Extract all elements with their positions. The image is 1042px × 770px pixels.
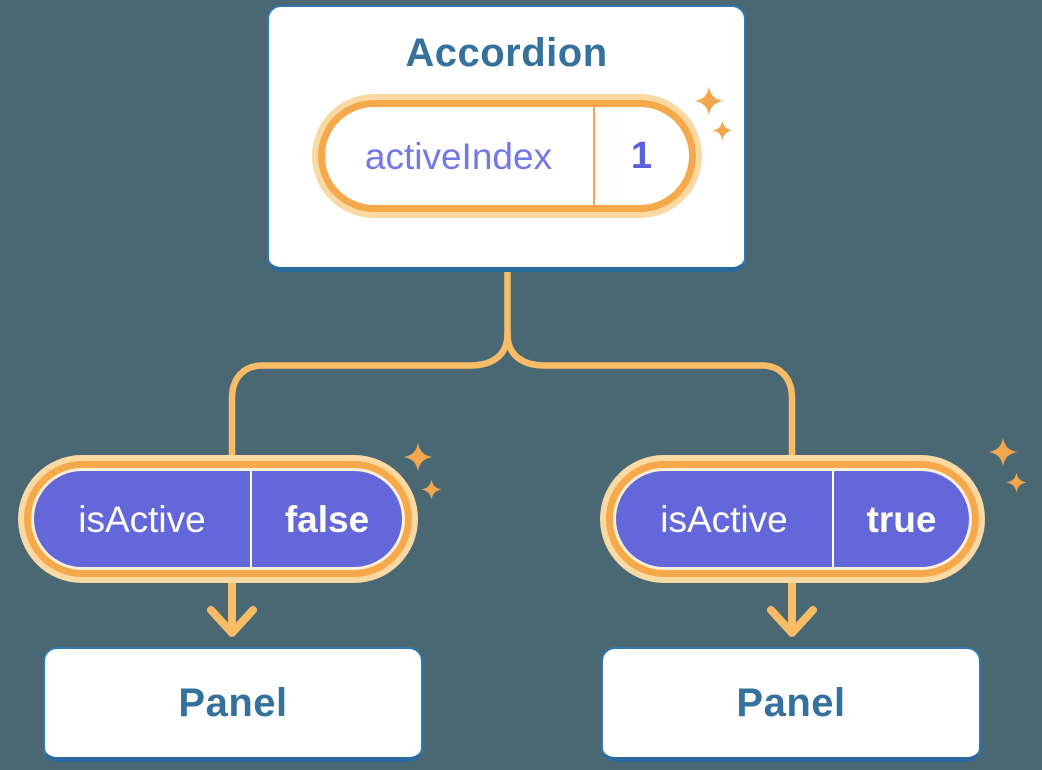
left-arrow-head	[207, 606, 257, 637]
prop-pill-body: isActive false	[34, 471, 402, 567]
state-pill-label: activeIndex	[364, 135, 553, 177]
prop-pill-isactive-right: isActive true	[600, 455, 985, 583]
panel-title: Panel	[736, 681, 846, 725]
accordion-title: Accordion	[405, 31, 608, 75]
sparkle-icon	[988, 437, 1018, 467]
state-pill-activeindex: activeIndex 1	[311, 94, 702, 218]
prop-pill-label: isActive	[78, 498, 206, 540]
prop-pill-divider	[832, 471, 834, 567]
right-arrow-head	[767, 606, 817, 637]
panel-title: Panel	[178, 681, 288, 725]
panel-card-left: Panel	[43, 647, 423, 762]
sparkle-icon	[1006, 472, 1027, 493]
prop-pill-ring: isActive false	[24, 461, 412, 577]
state-pill-ring: activeIndex 1	[317, 100, 696, 212]
state-pill-divider	[592, 107, 595, 205]
state-pill-value: 1	[630, 135, 653, 177]
prop-pill-label: isActive	[660, 498, 788, 540]
prop-pill-value: false	[284, 498, 370, 540]
panel-card-right: Panel	[601, 647, 981, 762]
accordion-card: Accordion activeIndex 1	[267, 5, 746, 272]
prop-pill-body: isActive true	[616, 471, 969, 567]
prop-pill-ring: isActive true	[606, 461, 979, 577]
prop-pill-isactive-left: isActive false	[18, 455, 418, 583]
prop-pill-divider	[250, 471, 252, 567]
sparkle-icon	[403, 442, 433, 472]
sparkle-icon	[421, 479, 442, 500]
right-branch-line	[504, 330, 796, 470]
left-branch-line	[228, 330, 511, 470]
sparkle-icon	[712, 120, 733, 141]
sparkle-icon	[694, 86, 724, 116]
prop-pill-value: true	[866, 498, 937, 540]
